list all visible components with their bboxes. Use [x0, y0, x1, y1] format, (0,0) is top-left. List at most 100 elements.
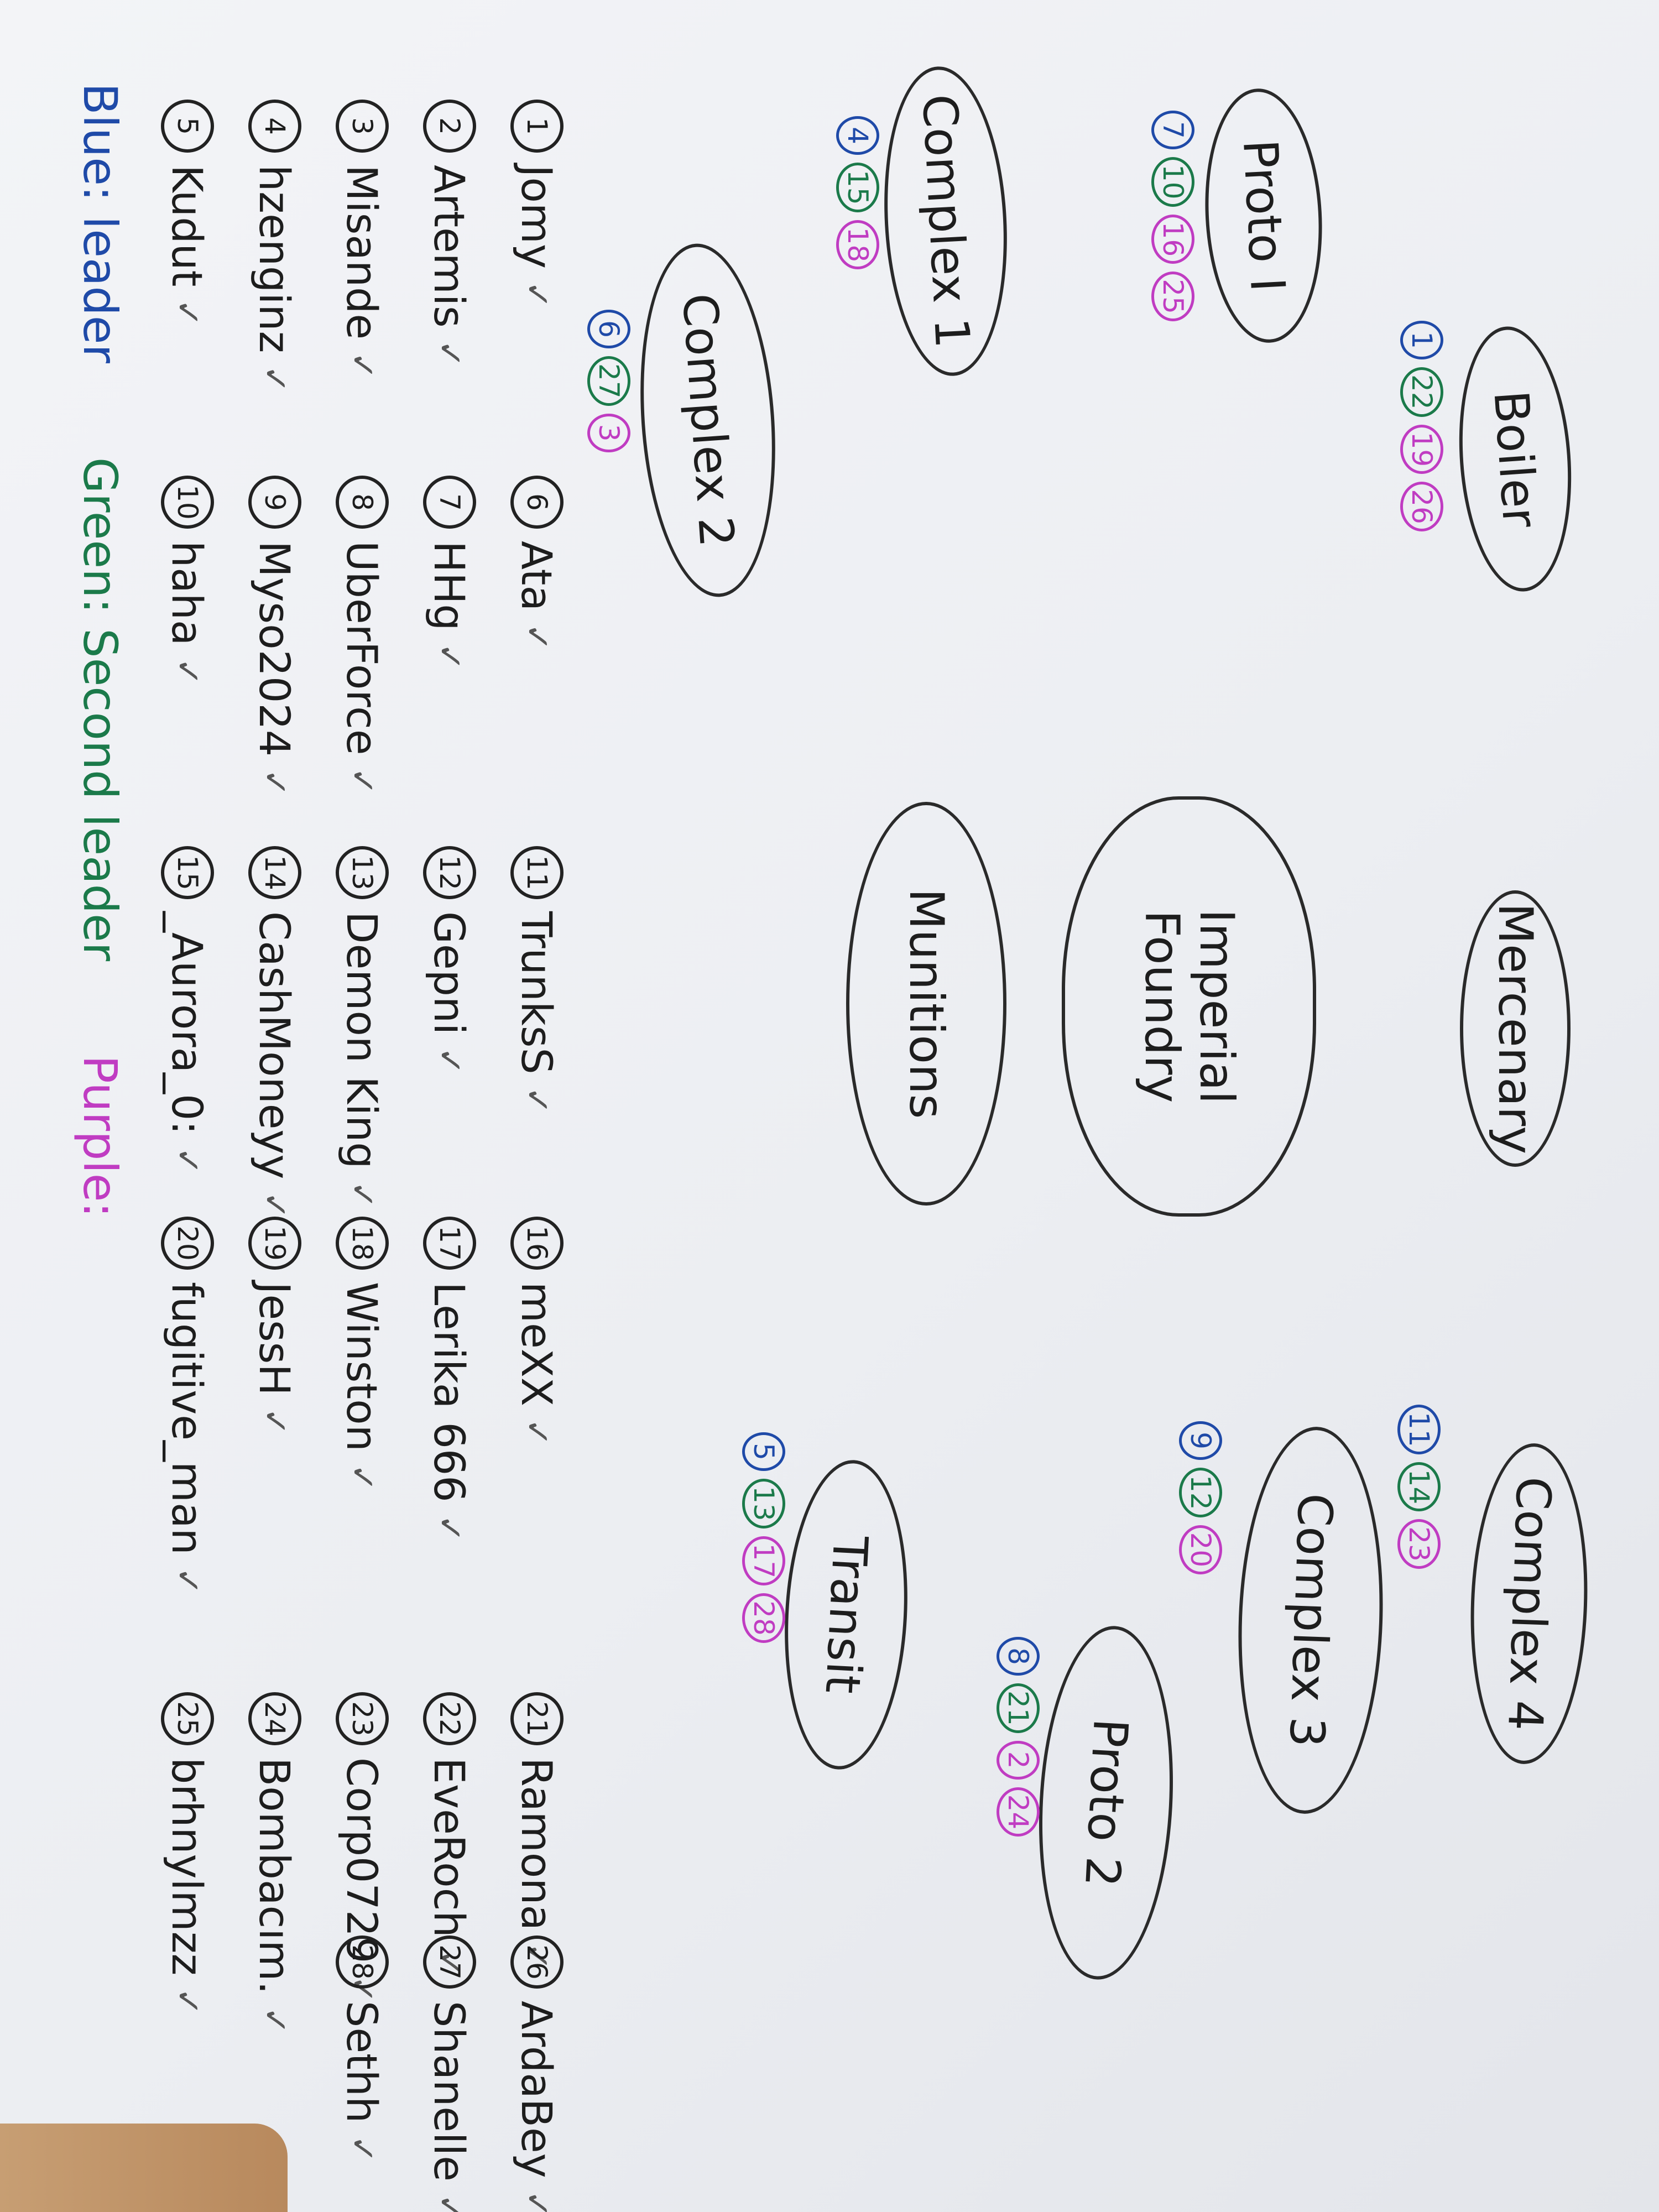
check-mark-icon: ✓	[255, 2006, 294, 2034]
location-label: Complex 4	[1497, 1475, 1562, 1732]
player-name: Myso2024	[250, 541, 300, 757]
player-name: Ramona	[512, 1757, 562, 1931]
badges-boiler: 1 22 19 26	[1400, 321, 1443, 531]
badge: 11	[1397, 1405, 1441, 1454]
player-name: JessH	[250, 1282, 300, 1396]
badge: 10	[1151, 157, 1194, 207]
player-number: 9	[248, 476, 301, 529]
badge: 27	[587, 356, 630, 406]
badge: 7	[1151, 111, 1194, 149]
check-mark-icon: ✓	[518, 280, 556, 309]
player-number: 26	[510, 1936, 564, 1989]
player-name: Ata	[512, 541, 562, 612]
check-mark-icon: ✓	[430, 1514, 469, 1542]
check-mark-icon: ✓	[518, 2190, 556, 2212]
player-number: 4	[248, 100, 301, 153]
badge: 2	[997, 1740, 1040, 1780]
badge: 23	[1397, 1519, 1441, 1569]
location-label: Complex 2	[671, 291, 745, 549]
check-mark-icon: ✓	[255, 1191, 294, 1219]
badges-complex-4: 11 14 23	[1397, 1405, 1441, 1569]
player-number: 22	[423, 1692, 476, 1745]
badge: 22	[1400, 367, 1443, 417]
player-name: haha	[163, 541, 212, 646]
player-name: HHg	[425, 541, 474, 631]
location-complex-1: Complex 1	[877, 63, 1015, 379]
badges-proto-1: 7 10 16 25	[1151, 111, 1194, 321]
legend-blue: Blue: leader	[73, 83, 127, 363]
check-mark-icon: ✓	[343, 1463, 382, 1492]
check-mark-icon: ✓	[518, 1418, 556, 1447]
player-number: 17	[423, 1217, 476, 1270]
player-number: 19	[248, 1217, 301, 1270]
check-mark-icon: ✓	[343, 767, 382, 795]
player-number: 15	[161, 846, 214, 899]
badge: 6	[587, 310, 630, 348]
location-complex-3: Complex 3	[1232, 1424, 1390, 1817]
badges-complex-3: 9 12 20	[1179, 1421, 1222, 1575]
badge: 28	[742, 1593, 785, 1643]
location-label: Mercenary	[1488, 902, 1543, 1155]
player-name: UberForce	[337, 541, 387, 755]
check-mark-icon: ✓	[168, 299, 207, 327]
badge: 16	[1151, 214, 1194, 264]
check-mark-icon: ✓	[168, 658, 207, 686]
badges-complex-1: 4 15 18	[836, 116, 879, 270]
player-number: 12	[423, 846, 476, 899]
player-number: 13	[336, 846, 389, 899]
player-number: 3	[336, 100, 389, 153]
check-mark-icon: ✓	[255, 1407, 294, 1436]
badge: 3	[587, 413, 630, 452]
player-row: 15_Aurora_0:✓	[144, 846, 231, 1219]
player-name: Kudut	[163, 165, 212, 287]
check-mark-icon: ✓	[168, 1987, 207, 2016]
check-mark-icon: ✓	[168, 1147, 207, 1175]
player-number: 28	[336, 1936, 389, 1989]
player-number: 16	[510, 1217, 564, 1270]
player-number: 10	[161, 476, 214, 529]
check-mark-icon: ✓	[168, 1567, 207, 1595]
location-label: Complex 1	[911, 93, 980, 349]
badge: 25	[1151, 272, 1194, 321]
badges-complex-2: 6 27 3	[587, 310, 630, 452]
player-number: 14	[248, 846, 301, 899]
player-name: Misande	[337, 165, 387, 340]
badge: 1	[1400, 321, 1443, 359]
player-name: hzenginz	[250, 165, 300, 353]
check-mark-icon: ✓	[255, 769, 294, 797]
player-name: TrunksS	[512, 911, 562, 1074]
badge: 13	[742, 1479, 785, 1528]
badge: 26	[1400, 482, 1443, 531]
check-mark-icon: ✓	[343, 352, 382, 380]
legend-green: Green: Second leader	[73, 457, 127, 962]
player-name: Sethh	[337, 2001, 387, 2124]
badge: 19	[1400, 424, 1443, 474]
player-name: Winston	[337, 1282, 387, 1452]
player-name: Shanelle	[425, 2001, 474, 2182]
check-mark-icon: ✓	[430, 643, 469, 671]
check-mark-icon: ✓	[430, 340, 469, 368]
player-name: Lerika 666	[425, 1282, 474, 1503]
player-name: Corp0729	[337, 1757, 387, 1964]
